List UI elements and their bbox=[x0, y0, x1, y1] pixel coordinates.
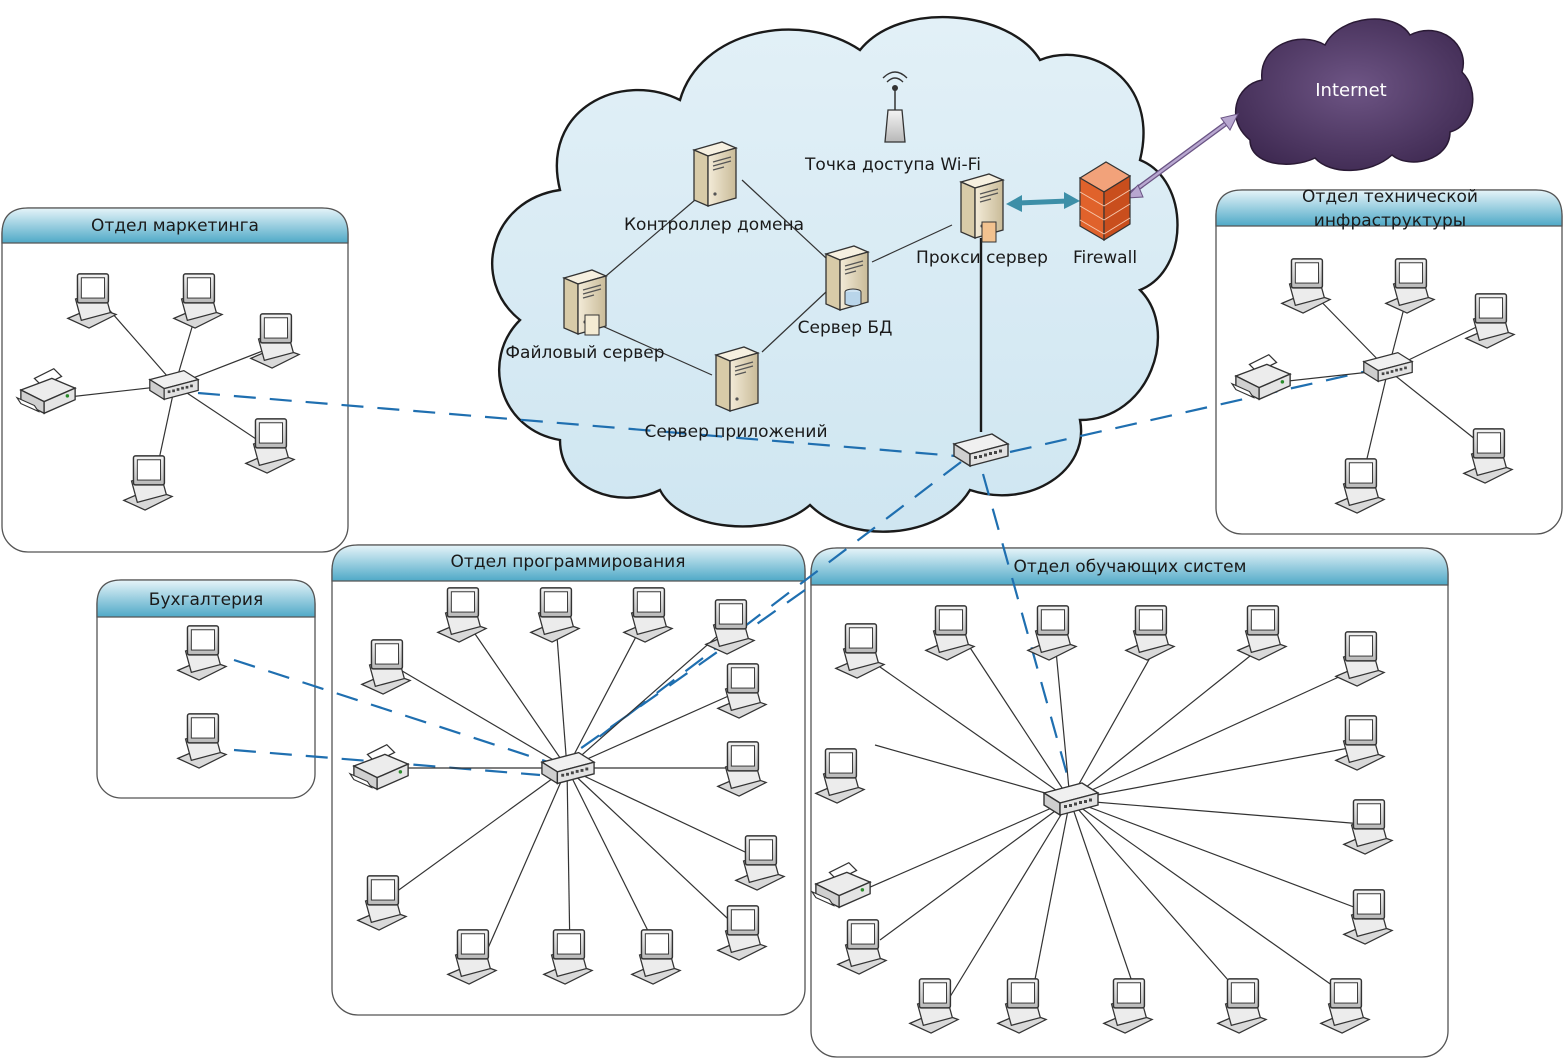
wifi-label: Точка доступа Wi-Fi bbox=[804, 155, 981, 175]
file-server-icon bbox=[563, 269, 607, 336]
panel-title-accounting: Бухгалтерия bbox=[149, 590, 263, 610]
internet-label: Internet bbox=[1315, 80, 1386, 101]
domain-controller-server-icon bbox=[693, 141, 737, 207]
app-server-icon bbox=[715, 346, 759, 412]
panel-accounting: Бухгалтерия bbox=[96, 579, 316, 799]
panel-title-marketing: Отдел маркетинга bbox=[91, 216, 259, 236]
proxy-server-icon bbox=[960, 173, 1004, 243]
firewall-icon bbox=[1078, 161, 1132, 242]
wifi-access-point-icon bbox=[882, 71, 908, 143]
panel-title-tech-infra-line2: инфраструктуры bbox=[1314, 211, 1466, 231]
panel-title-programming: Отдел программирования bbox=[451, 552, 686, 572]
proxy-server-label: Прокси сервер bbox=[916, 248, 1048, 268]
firewall-internet-arrow bbox=[1124, 113, 1239, 199]
file-server-label: Файловый сервер bbox=[505, 343, 664, 363]
core-links bbox=[599, 179, 953, 376]
programming-links bbox=[384, 609, 763, 956]
internet-cloud bbox=[1234, 18, 1474, 172]
panel-title-tech-infra-line1: Отдел технической bbox=[1302, 187, 1478, 207]
learning-links bbox=[851, 639, 1376, 1006]
db-server-icon bbox=[825, 245, 869, 311]
domain-controller-label: Контроллер домена bbox=[624, 215, 804, 235]
panel-learning: Отдел обучающих систем bbox=[810, 547, 1449, 1058]
proxy-firewall-arrow bbox=[1006, 192, 1080, 212]
panel-title-learning: Отдел обучающих систем bbox=[1014, 557, 1247, 577]
firewall-label: Firewall bbox=[1073, 248, 1137, 268]
db-server-label: Сервер БД bbox=[798, 318, 893, 338]
app-server-label: Сервер приложений bbox=[645, 422, 828, 442]
